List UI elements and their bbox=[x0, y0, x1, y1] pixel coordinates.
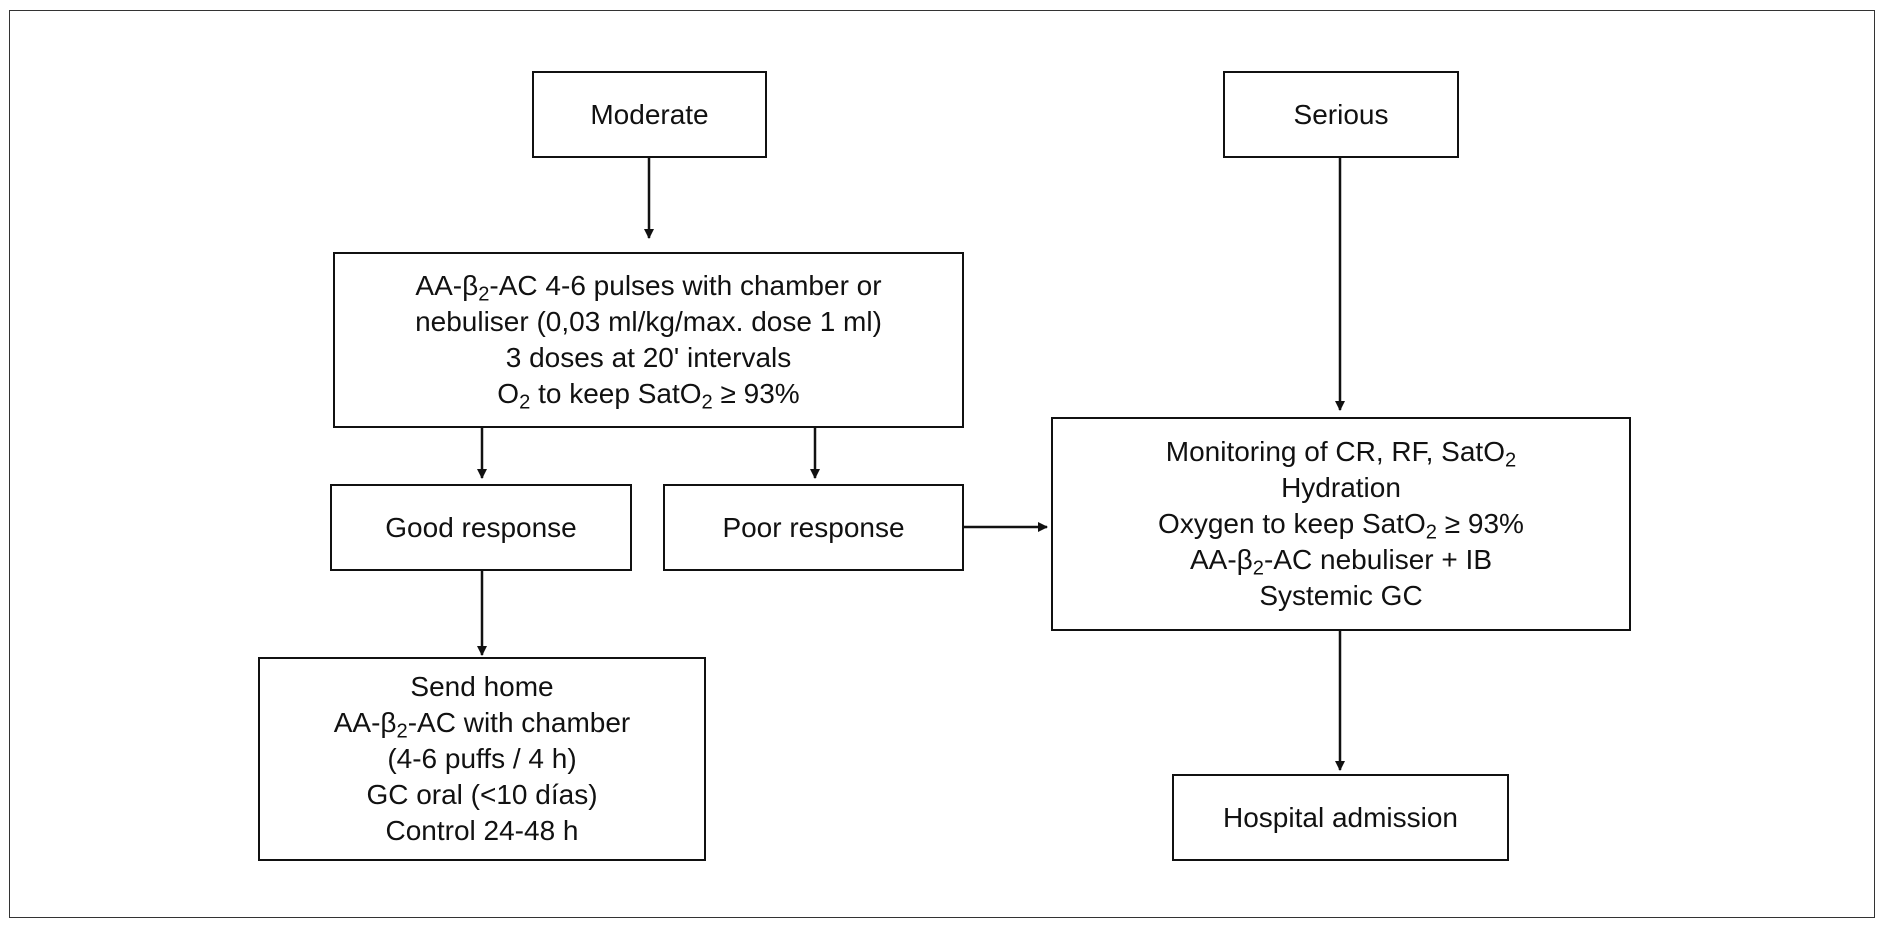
good-response-label: Good response bbox=[385, 511, 577, 543]
treatment-line-3: 3 doses at 20' intervals bbox=[505, 342, 792, 373]
send-home-box: Send home AA-β2-AC with chamber (4-6 puf… bbox=[258, 657, 706, 861]
hospital-admission-label: Hospital admission bbox=[1223, 801, 1458, 833]
serious-box: Serious bbox=[1223, 71, 1459, 158]
good-response-box: Good response bbox=[330, 484, 632, 571]
monitoring-box: Monitoring of CR, RF, SatO2 Hydration Ox… bbox=[1051, 417, 1631, 631]
monitoring-line-3: Oxygen to keep SatO2 ≥ 93% bbox=[1158, 508, 1524, 544]
moderate-label: Moderate bbox=[590, 98, 709, 130]
send-home-line-2: AA-β2-AC with chamber bbox=[333, 707, 631, 743]
initial-treatment-box: AA-β2-AC 4-6 pulses with chamber or nebu… bbox=[333, 252, 964, 428]
figure-frame bbox=[9, 10, 1875, 918]
hospital-admission-box: Hospital admission bbox=[1172, 774, 1509, 861]
send-home-line-1: Send home bbox=[410, 671, 554, 702]
treatment-line-1: AA-β2-AC 4-6 pulses with chamber or bbox=[415, 270, 882, 306]
poor-response-label: Poor response bbox=[722, 511, 905, 543]
serious-label: Serious bbox=[1293, 98, 1389, 130]
send-home-line-4: GC oral (<10 días) bbox=[366, 779, 598, 810]
monitoring-line-4: AA-β2-AC nebuliser + IB bbox=[1190, 544, 1492, 580]
moderate-box: Moderate bbox=[532, 71, 767, 158]
monitoring-line-5: Systemic GC bbox=[1259, 580, 1423, 611]
send-home-line-5: Control 24-48 h bbox=[385, 815, 579, 846]
poor-response-box: Poor response bbox=[663, 484, 964, 571]
treatment-line-4: O2 to keep SatO2 ≥ 93% bbox=[497, 378, 800, 414]
monitoring-line-2: Hydration bbox=[1281, 472, 1401, 503]
send-home-line-3: (4-6 puffs / 4 h) bbox=[387, 743, 577, 774]
treatment-line-2: nebuliser (0,03 ml/kg/max. dose 1 ml) bbox=[415, 306, 882, 337]
monitoring-line-1: Monitoring of CR, RF, SatO2 bbox=[1165, 436, 1517, 472]
